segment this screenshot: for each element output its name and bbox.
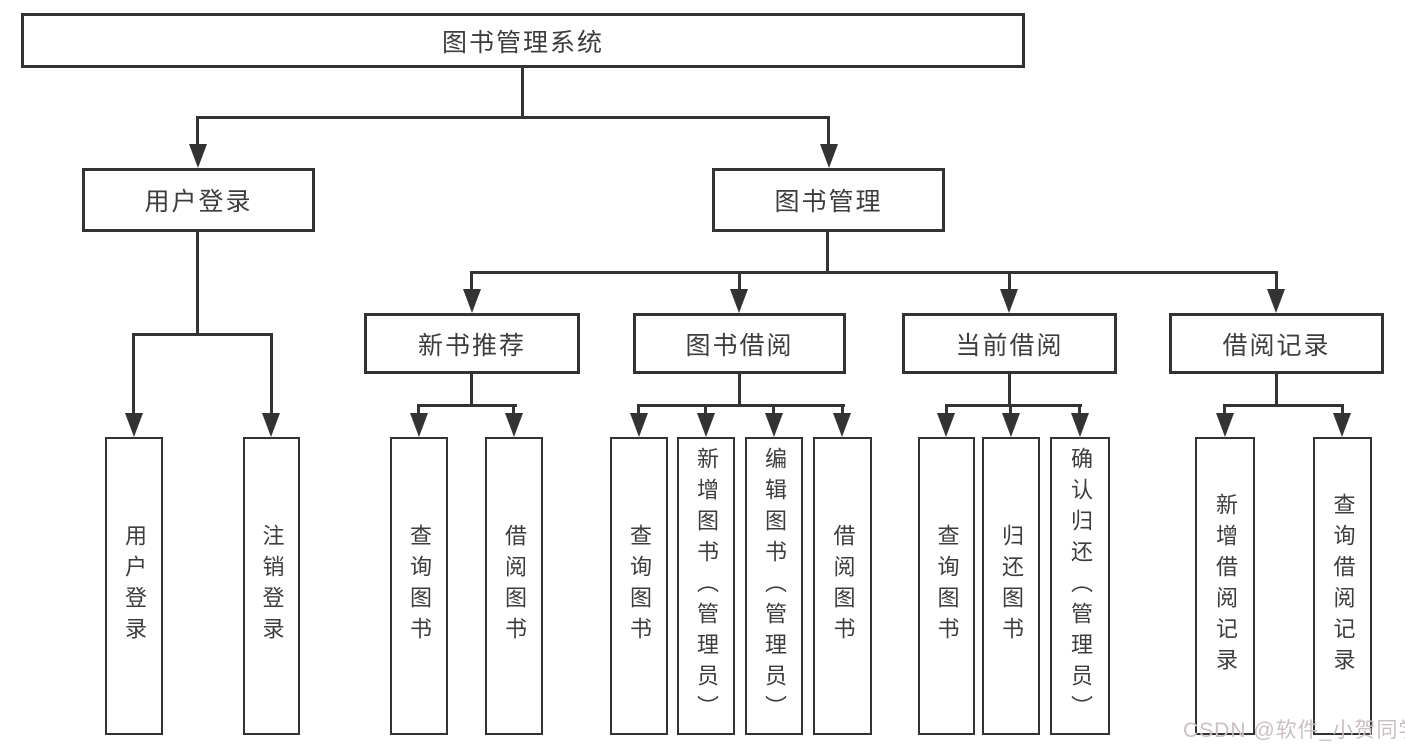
arrow-down-icon [463,289,481,313]
connector-records-arm-2 [1341,404,1344,416]
connector-user-arm-2 [270,333,273,415]
arrow-down-icon [1216,413,1234,437]
node-user-login: 用户登录 [82,168,315,232]
arrow-down-icon [630,413,648,437]
leaf-user-login: 用户登录 [105,437,163,735]
connector-l3-arm-1 [470,271,473,293]
connector-borrow-stem [738,374,741,407]
leaf-add-book-admin: 新增图书（管理员） [677,437,735,735]
arrow-down-icon [125,413,143,437]
arrow-down-icon [1002,413,1020,437]
arrow-down-icon [820,144,838,168]
connector-current-hline [945,404,1082,407]
connector-current-arm-1 [945,404,948,416]
leaf-borrow-book-recommend: 借阅图书 [485,437,543,735]
leaf-edit-book-admin: 编辑图书（管理员） [745,437,803,735]
connector-borrow-arm-4 [841,404,844,416]
arrow-down-icon [262,413,280,437]
connector-records-hline [1223,404,1344,407]
leaf-query-book-recommend: 查询图书 [390,437,448,735]
connector-recommend-arm-1 [417,404,420,416]
connector-borrow-arm-3 [772,404,775,416]
connector-borrow-arm-2 [704,404,707,416]
connector-current-arm-3 [1078,404,1081,416]
connector-user-login-arm [196,116,199,150]
node-book-management: 图书管理 [712,168,945,232]
connector-recommend-arm-2 [512,404,515,416]
leaf-query-book-borrow: 查询图书 [610,437,668,735]
csdn-watermark: CSDN @软件_小贺同学 [1183,719,1405,742]
connector-current-stem [1008,374,1011,407]
connector-level3-hline [470,271,1278,274]
node-book-borrow: 图书借阅 [633,313,846,374]
connector-recommend-stem [470,374,473,407]
arrow-down-icon [1333,413,1351,437]
connector-l3-arm-2 [738,271,741,293]
arrow-down-icon [937,413,955,437]
arrow-down-icon [765,413,783,437]
connector-records-arm-1 [1223,404,1226,416]
connector-recommend-hline [417,404,517,407]
arrow-down-icon [189,144,207,168]
connector-records-stem [1275,374,1278,407]
arrow-down-icon [1000,289,1018,313]
node-library-management-system: 图书管理系统 [21,13,1025,68]
arrow-down-icon [1071,413,1089,437]
connector-l3-arm-3 [1008,271,1011,293]
node-new-book-recommend: 新书推荐 [364,313,580,374]
connector-user-hline [132,333,273,336]
leaf-borrow-book: 借阅图书 [813,437,872,735]
leaf-return-book: 归还图书 [982,437,1040,735]
node-borrow-records: 借阅记录 [1169,313,1384,374]
connector-mgmt-stem [826,232,829,273]
arrow-down-icon [730,289,748,313]
connector-book-mgmt-arm [827,116,830,150]
connector-l3-arm-4 [1275,271,1278,293]
connector-borrow-arm-1 [637,404,640,416]
connector-current-arm-2 [1009,404,1012,416]
leaf-confirm-return-admin: 确认归还（管理员） [1050,437,1110,735]
node-current-borrow: 当前借阅 [902,313,1117,374]
leaf-add-borrow-record: 新增借阅记录 [1195,437,1255,735]
arrow-down-icon [505,413,523,437]
connector-user-arm-1 [132,333,135,415]
arrow-down-icon [410,413,428,437]
arrow-down-icon [833,413,851,437]
connector-root-stem [521,68,524,118]
connector-borrow-hline [637,404,845,407]
leaf-query-borrow-record: 查询借阅记录 [1313,437,1372,735]
connector-level2-hline [196,116,830,119]
arrow-down-icon [697,413,715,437]
arrow-down-icon [1267,289,1285,313]
connector-user-stem [196,232,199,335]
leaf-query-book-current: 查询图书 [918,437,975,735]
leaf-logout: 注销登录 [243,437,300,735]
